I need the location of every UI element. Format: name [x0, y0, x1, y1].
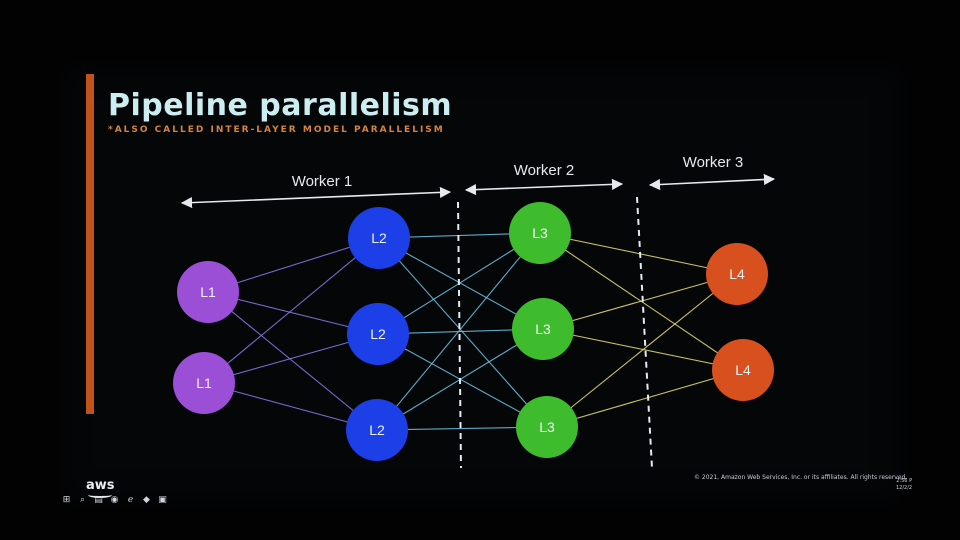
- worker-3-arrow: [648, 173, 776, 191]
- clock-date: 12/2/2: [896, 485, 913, 491]
- node-l4-2: L4: [712, 339, 774, 401]
- divider-2: [636, 196, 653, 469]
- edge-L3-3-L4-2: [546, 369, 744, 428]
- node-label: L3: [539, 419, 555, 435]
- node-label: L3: [535, 321, 551, 337]
- divider-1: [457, 201, 462, 469]
- node-l3-3: L3: [516, 396, 578, 458]
- edge-L1-1-L2-3: [207, 291, 378, 431]
- node-circle: [346, 399, 408, 461]
- edge-L1-2-L2-1: [203, 237, 380, 384]
- app-icon[interactable]: ◆: [143, 494, 150, 505]
- node-label: L1: [196, 375, 212, 391]
- node-circle: [509, 202, 571, 264]
- edges-group: [203, 232, 744, 431]
- clock-time: 2:56 P: [896, 478, 913, 484]
- node-circle: [173, 352, 235, 414]
- edge-L2-1-L3-2: [378, 237, 544, 330]
- node-circle: [512, 298, 574, 360]
- node-label: L3: [532, 225, 548, 241]
- node-label: L2: [369, 422, 385, 438]
- search-icon[interactable]: ⌕: [79, 494, 86, 505]
- worker-2-label: Worker 2: [514, 162, 575, 179]
- edge-L2-1-L3-3: [378, 237, 548, 428]
- worker-3-label: Worker 3: [683, 154, 744, 171]
- node-circle: [348, 207, 410, 269]
- edge-L3-2-L4-1: [542, 273, 738, 330]
- windows-start-icon[interactable]: ⊞: [62, 494, 71, 505]
- node-l1-1: L1: [177, 261, 239, 323]
- worker-labels: Worker 1 Worker 2 Worker 3: [292, 154, 744, 190]
- node-circle: [516, 396, 578, 458]
- node-l4-1: L4: [706, 243, 768, 305]
- worker-2-arrow: [464, 178, 624, 196]
- taskbar-clock: 2:56 P 12/2/2: [896, 478, 912, 492]
- node-l3-2: L3: [512, 298, 574, 360]
- slide-title: Pipeline parallelism: [108, 88, 453, 123]
- node-l2-3: L2: [346, 399, 408, 461]
- edge-L2-2-L3-3: [377, 333, 548, 428]
- accent-bar: [86, 74, 94, 414]
- powerpoint-icon[interactable]: ▣: [158, 494, 167, 505]
- aws-logo: aws: [86, 478, 115, 493]
- copyright-notice: © 2021, Amazon Web Services, Inc. or its…: [694, 474, 908, 481]
- worker-arrows-group: [180, 173, 776, 209]
- file-explorer-icon[interactable]: ▤: [94, 494, 103, 505]
- node-circle: [706, 243, 768, 305]
- node-circle: [177, 261, 239, 323]
- taskbar: ⊞ ⌕ ▤ ◉ ℯ ◆ ▣: [58, 492, 212, 508]
- node-label: L2: [371, 230, 387, 246]
- worker-1-arrow: [180, 186, 452, 209]
- node-label: L4: [735, 362, 751, 378]
- node-circle: [347, 303, 409, 365]
- worker-dividers: [457, 196, 653, 469]
- node-circle: [712, 339, 774, 401]
- chrome-icon[interactable]: ◉: [110, 494, 119, 505]
- worker-1-label: Worker 1: [292, 173, 353, 190]
- node-l2-1: L2: [348, 207, 410, 269]
- slide-subtitle: *ALSO CALLED INTER-LAYER MODEL PARALLELI…: [108, 125, 445, 135]
- edge-L3-1-L4-1: [539, 232, 738, 275]
- node-l2-2: L2: [347, 303, 409, 365]
- edge-L3-3-L4-1: [546, 273, 738, 428]
- node-l3-1: L3: [509, 202, 571, 264]
- aws-logo-smile: [88, 492, 112, 498]
- edge-icon[interactable]: ℯ: [127, 494, 134, 505]
- node-label: L1: [200, 284, 216, 300]
- edge-L2-3-L3-1: [376, 232, 541, 431]
- node-l1-2: L1: [173, 352, 235, 414]
- node-label: L4: [729, 266, 745, 282]
- node-label: L2: [370, 326, 386, 342]
